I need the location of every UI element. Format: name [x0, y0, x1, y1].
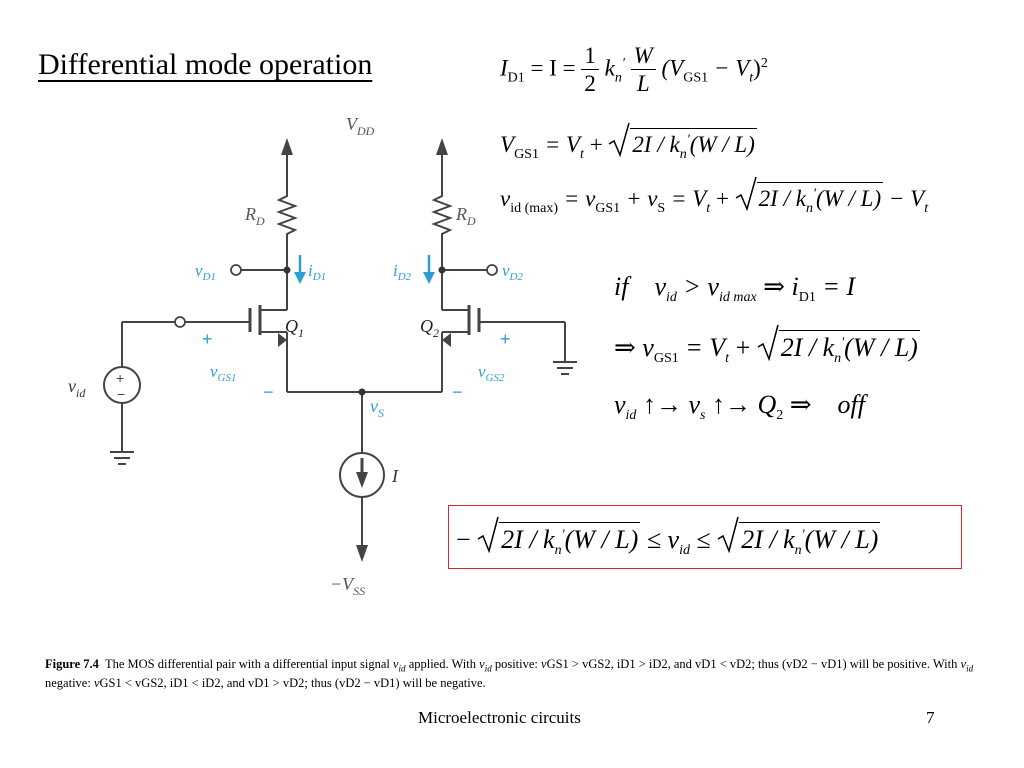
vs-label: vS: [370, 396, 384, 420]
vid-range-box: [448, 505, 962, 569]
svg-text:−: −: [117, 386, 125, 402]
figure-caption: Figure 7.4 The MOS differential pair wit…: [45, 657, 974, 690]
vd1-label: vD1: [195, 261, 216, 283]
equation-vgs1: VGS1 = Vt + 2I / kn'(W / L): [500, 122, 757, 162]
vgs1-label: vGS1: [210, 362, 237, 384]
id1-label: iD1: [308, 261, 326, 283]
q1-label: Q1: [285, 316, 304, 340]
current-source-label: I: [391, 466, 399, 486]
plus-right: +: [500, 329, 511, 349]
minus-right: −: [452, 382, 463, 402]
vid-label: vid: [68, 376, 86, 400]
mos-differential-pair-circuit: + − VDD −VSS RD RD Q1 Q2 vS vid I vD1 vD…: [68, 114, 577, 598]
plus-left: +: [202, 329, 213, 349]
minus-left: −: [263, 382, 274, 402]
condition-if-line: if vid > vid max ⇒ iD1 = I: [614, 272, 856, 305]
figure-label: Figure 7.4: [45, 657, 99, 671]
rd-right-label: RD: [455, 204, 476, 228]
id2-label: iD2: [393, 261, 412, 283]
footer-text: Microelectronic circuits: [418, 708, 581, 727]
vgs2-label: vGS2: [478, 362, 505, 384]
vd2-label: vD2: [502, 261, 523, 283]
slide-title: Differential mode operation: [38, 48, 373, 81]
equation-vid-max: vid (max) = vGS1 + vS = Vt + 2I / kn'(W …: [500, 176, 928, 216]
q2-label: Q2: [420, 316, 439, 340]
condition-q2-off-line: vid ↑→ vs ↑→ Q2 ⇒ off: [614, 390, 865, 423]
vid-range-equation: − 2I / kn'(W / L) ≤ vid ≤ 2I / kn'(W / L…: [456, 516, 881, 558]
page-number: 7: [926, 708, 935, 727]
svg-text:+: +: [116, 370, 124, 386]
rd-left-label: RD: [244, 204, 265, 228]
condition-vgs1-line: ⇒ vGS1 = Vt + 2I / kn'(W / L): [614, 324, 920, 366]
vss-label: −VSS: [330, 574, 365, 598]
vdd-label: VDD: [346, 114, 375, 138]
